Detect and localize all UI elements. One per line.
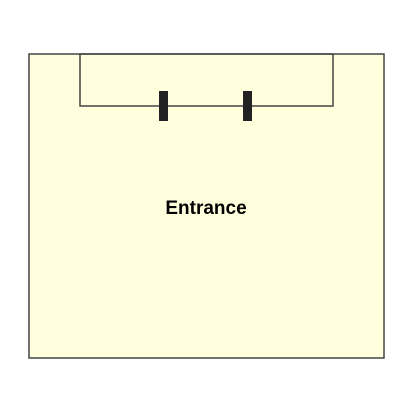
door-left[interactable]	[159, 91, 168, 121]
entrance-room[interactable]	[28, 53, 385, 359]
door-right[interactable]	[243, 91, 252, 121]
room-label: Entrance	[165, 198, 246, 219]
entrance-alcove[interactable]	[79, 53, 334, 107]
